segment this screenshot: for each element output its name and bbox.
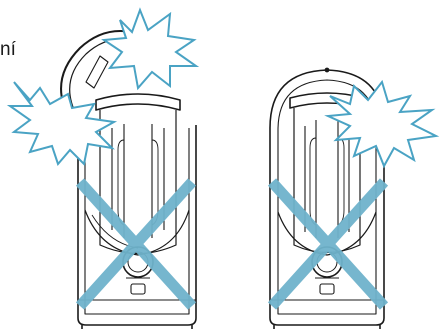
warning-burst-side (6, 81, 118, 167)
appliance-lid-closed (269, 67, 385, 329)
caption-text: ní (0, 39, 16, 60)
cross-mark-left (75, 178, 197, 310)
warning-burst-right (324, 79, 440, 169)
cross-mark-right (267, 178, 389, 310)
jug-rim (95, 93, 181, 111)
warning-burst-top (101, 7, 200, 91)
appliance-base (77, 125, 197, 326)
